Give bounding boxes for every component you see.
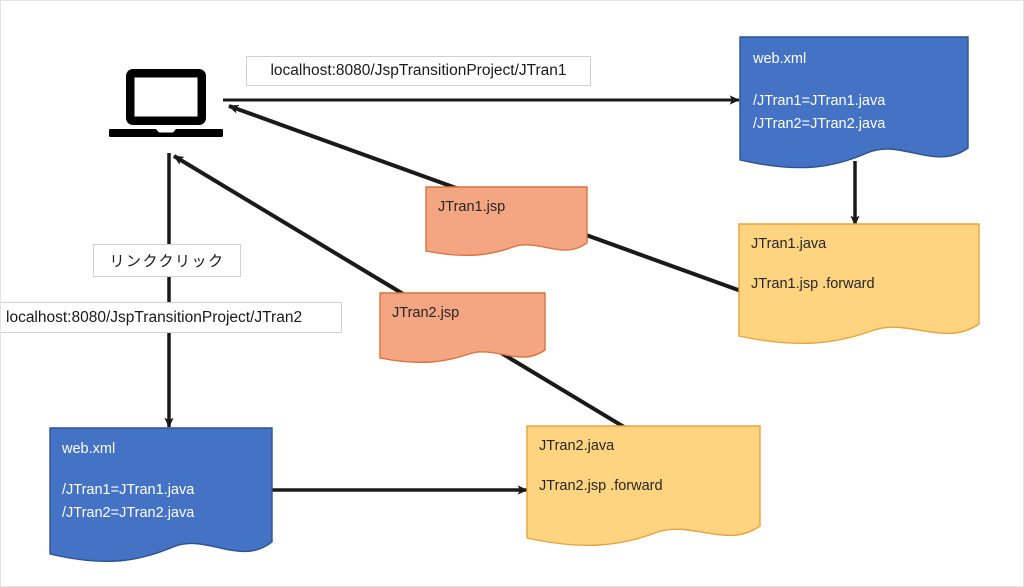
node-jtran2-java[interactable]: JTran2.java JTran2.jsp .forward xyxy=(526,425,761,547)
document-shape xyxy=(738,223,980,344)
node-jtran1-jsp-title: JTran1.jsp xyxy=(438,199,506,215)
node-webxml-bottom-line-0: /JTran1=JTran1.java xyxy=(62,482,195,498)
node-jtran2-jsp[interactable]: JTran2.jsp xyxy=(379,292,546,365)
node-webxml-top-line-1: /JTran2=JTran2.java xyxy=(753,116,886,132)
node-jtran2-java-title: JTran2.java xyxy=(539,438,615,454)
node-webxml-bottom-title: web.xml xyxy=(62,441,116,457)
document-shape xyxy=(49,427,273,562)
link-click-label-text: リンククリック xyxy=(109,253,225,270)
node-webxml-top-title: web.xml xyxy=(753,51,807,67)
document-shape xyxy=(739,36,969,169)
url-label-bottom-text: localhost:8080/JspTransitionProject/JTra… xyxy=(6,308,303,326)
document-shape xyxy=(526,425,761,546)
url-label-top-text: localhost:8080/JspTransitionProject/JTra… xyxy=(270,62,567,79)
url-label-bottom: localhost:8080/JspTransitionProject/JTra… xyxy=(1,302,342,333)
node-webxml-top-line-0: /JTran1=JTran1.java xyxy=(753,93,886,109)
node-jtran1-jsp[interactable]: JTran1.jsp xyxy=(425,186,588,258)
node-jtran1-java-title: JTran1.java xyxy=(751,236,827,252)
url-label-top: localhost:8080/JspTransitionProject/JTra… xyxy=(246,56,591,86)
document-shape xyxy=(379,292,546,364)
node-webxml-top[interactable]: web.xml /JTran1=JTran1.java /JTran2=JTra… xyxy=(739,36,969,169)
laptop-icon xyxy=(107,67,225,139)
link-click-label: リンククリック xyxy=(93,244,241,277)
node-webxml-bottom[interactable]: web.xml /JTran1=JTran1.java /JTran2=JTra… xyxy=(49,427,273,566)
node-jtran2-jsp-title: JTran2.jsp xyxy=(392,305,460,321)
node-jtran1-java-line-0: JTran1.jsp .forward xyxy=(751,276,875,292)
laptop-icon-glyph xyxy=(107,69,225,137)
document-shape xyxy=(425,186,588,257)
node-webxml-bottom-line-1: /JTran2=JTran2.java xyxy=(62,505,195,521)
node-jtran2-java-line-0: JTran2.jsp .forward xyxy=(539,478,663,494)
node-jtran1-java[interactable]: JTran1.java JTran1.jsp .forward xyxy=(738,223,980,345)
